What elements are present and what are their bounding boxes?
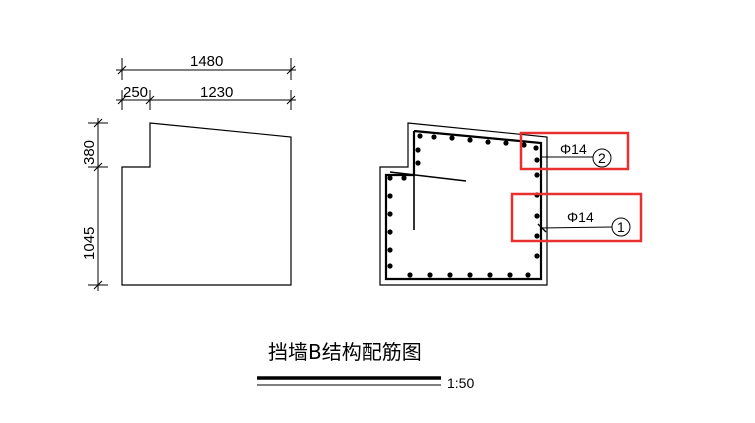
rebar-dots [387,133,540,278]
rebar-dot [534,213,540,219]
dimension-1480-text: 1480 [190,53,223,70]
dimension-total-width [116,58,296,80]
rebar-dot [431,134,437,140]
dimension-380-text: 380 [81,140,98,165]
rebar-dot [485,139,491,145]
drawing-scale: 1:50 [447,375,474,391]
callout-number-2: 2 [598,150,606,166]
rebar-dot [521,142,527,148]
rebar-dot [503,140,509,146]
section-outer-outline [379,122,548,286]
drawing-title: 挡墙B结构配筋图 [268,340,422,364]
rebar-dot [533,145,539,151]
rebar-dot [387,193,393,199]
highlight-box-middle [510,192,643,243]
rebar-dot [387,247,393,253]
rebar-dot [507,272,513,278]
callout-rebar-1: Φ14 1 [537,209,631,237]
rebar-label-top: Φ14 [560,141,587,157]
rebar-dot [467,272,473,278]
rebar-dot [401,175,407,181]
rebar-label-middle: Φ14 [567,209,594,225]
inclined-bar [389,171,467,182]
title-underline [257,376,441,386]
dimension-250-text: 250 [123,84,148,101]
callout-circle-1 [611,217,631,237]
rebar-dot [534,172,540,178]
rebar-dot [525,272,531,278]
rebar-dot [534,157,540,163]
callout-circle-2 [592,148,612,168]
rebar-dot [387,263,393,269]
rebar-dot [415,160,421,166]
callout-number-1: 1 [617,219,625,235]
rebar-dot [467,137,473,143]
rebar-dot [407,272,413,278]
wall-outline [121,122,292,286]
wall-elevation [121,122,292,286]
highlight-box-top [519,131,630,171]
rebar-dot [534,233,540,239]
rebar-dot [387,175,393,181]
rebar-dot [447,272,453,278]
rebar-cage [384,129,543,281]
rebar-dot [487,272,493,278]
dimension-heights [88,118,108,291]
dimension-split-width [116,90,296,110]
callout-rebar-2: Φ14 2 [540,141,612,168]
rebar-dot [417,133,423,139]
rebar-dot [387,211,393,217]
dimension-1045-text: 1045 [81,227,98,260]
rebar-dot [415,147,421,153]
rebar-dot [387,229,393,235]
rebar-dot [427,272,433,278]
dimension-1230-text: 1230 [200,84,233,101]
rebar-dot [534,253,540,259]
rebar-section [379,122,548,286]
rebar-dot [449,135,455,141]
